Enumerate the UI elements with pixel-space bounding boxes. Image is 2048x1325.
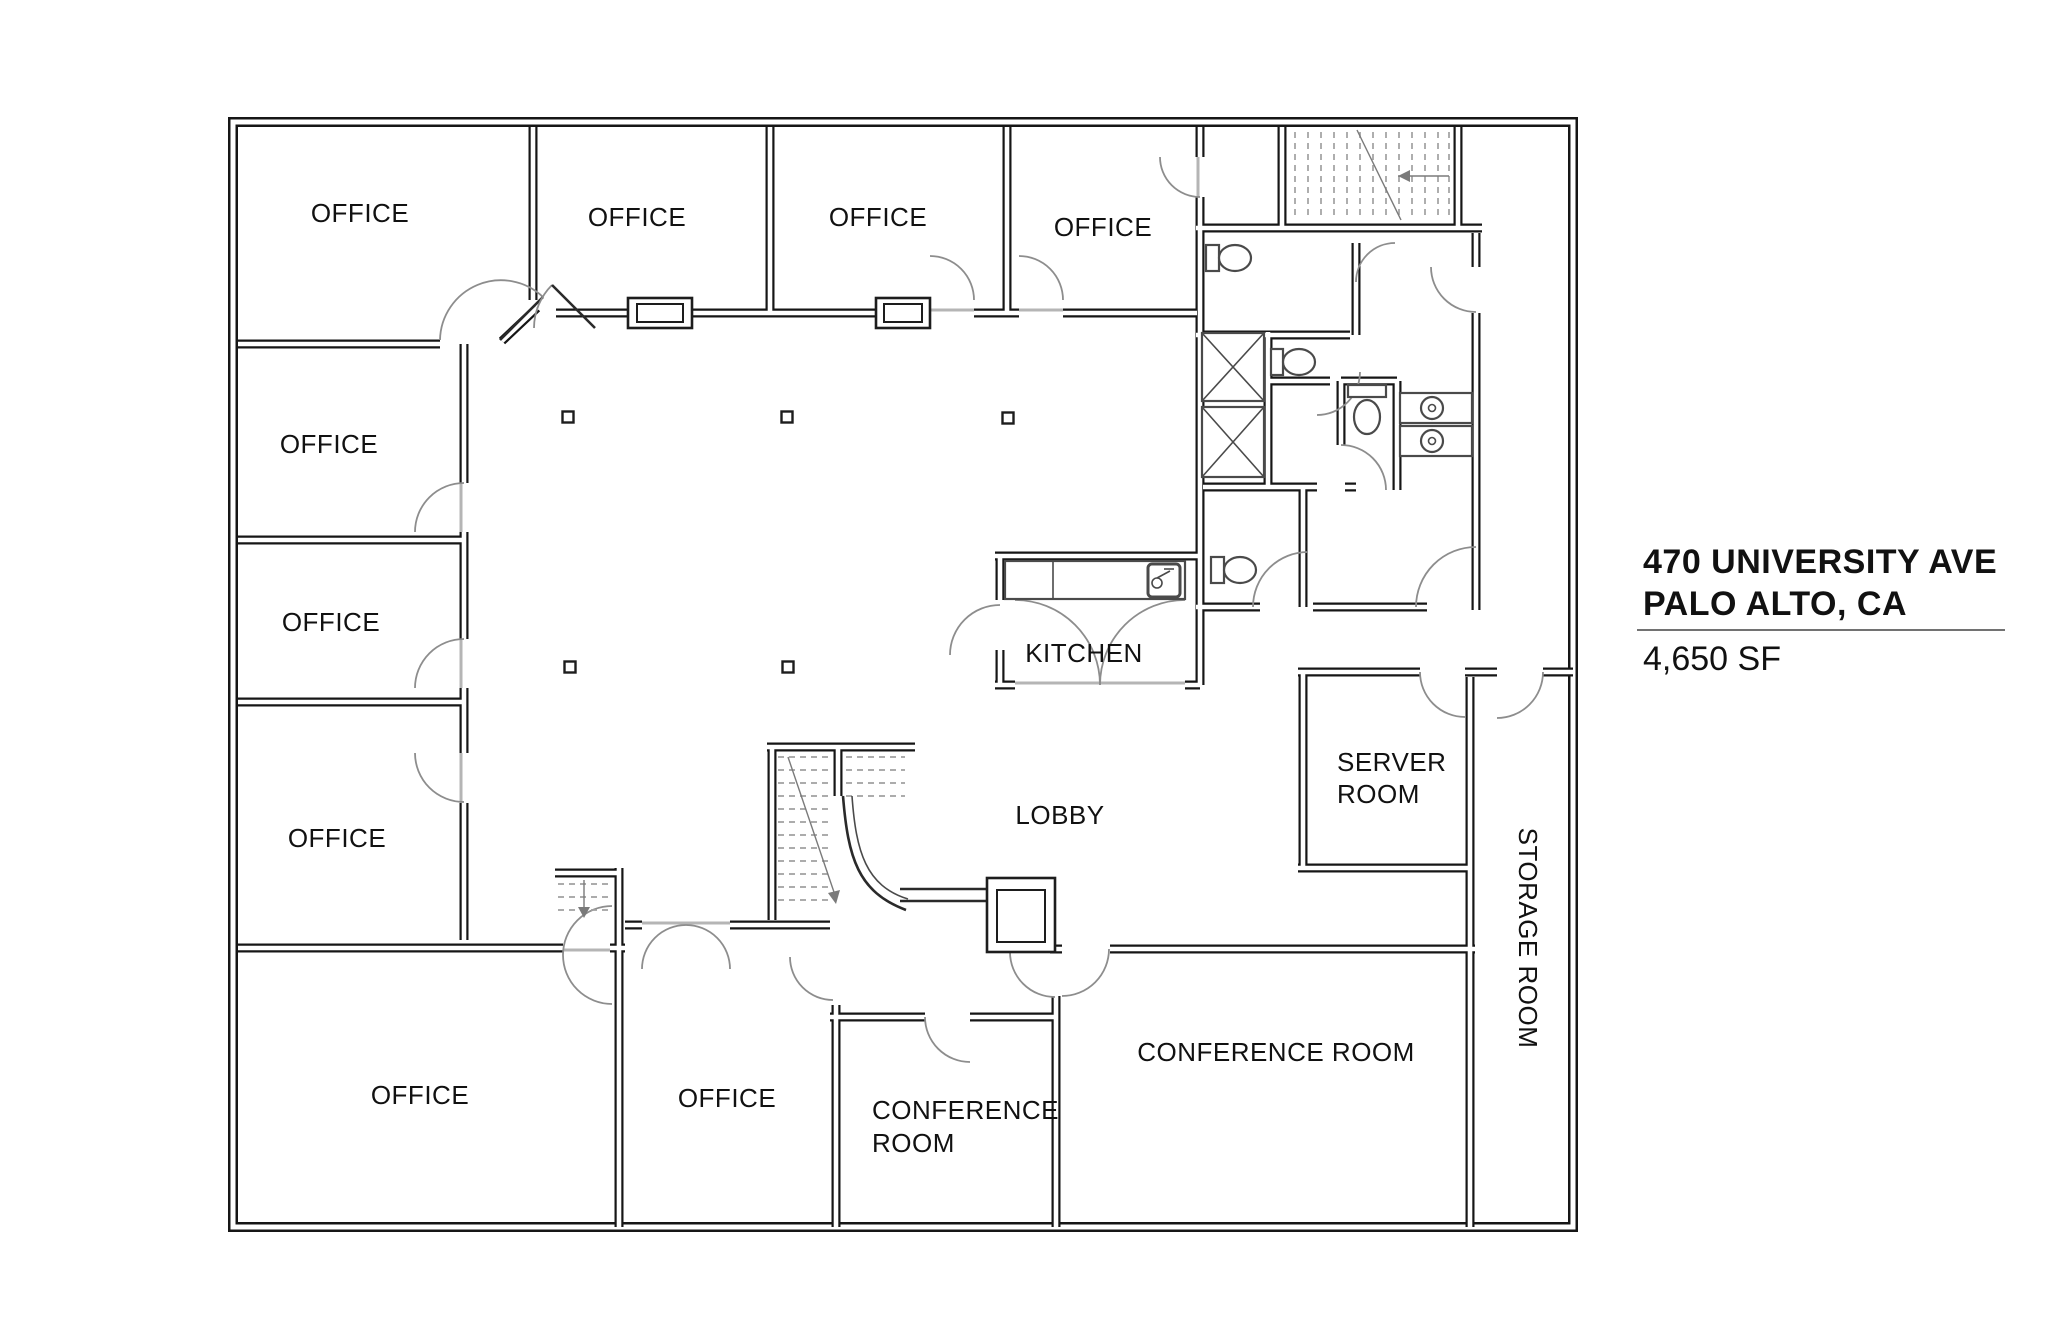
- column: [1001, 411, 1015, 425]
- stair-treads: [778, 756, 905, 901]
- room-label-office-top-2: OFFICE: [588, 202, 686, 232]
- door-arcs: [414, 156, 1544, 1063]
- room-label-server-2: ROOM: [1337, 779, 1420, 809]
- column: [563, 660, 577, 674]
- room-label-lobby: LOBBY: [1015, 800, 1104, 830]
- room-label-conference-large: CONFERENCE ROOM: [1137, 1037, 1415, 1067]
- stair-break-line: [1356, 129, 1402, 221]
- room-label-office-bottom-2: OFFICE: [678, 1083, 776, 1113]
- title-address-line1: 470 UNIVERSITY AVE: [1643, 543, 1997, 581]
- room-label-kitchen: KITCHEN: [1025, 638, 1143, 668]
- toilet-icon: [1346, 383, 1388, 436]
- room-labels: OFFICE OFFICE OFFICE OFFICE OFFICE OFFIC…: [280, 198, 1543, 1158]
- curved-wall: [841, 795, 907, 912]
- room-label-storage: STORAGE ROOM: [1513, 828, 1543, 1049]
- room-label-office-left-1: OFFICE: [280, 429, 378, 459]
- shaft-box-icon: [1200, 405, 1266, 479]
- title-block: 470 UNIVERSITY AVE PALO ALTO, CA 4,650 S…: [1637, 543, 2005, 678]
- shaft-box-icon: [1200, 331, 1266, 403]
- restroom-fixtures: [1204, 243, 1474, 585]
- toilet-icon: [1209, 555, 1258, 585]
- room-label-conference-small-2: ROOM: [872, 1128, 955, 1158]
- title-area: 4,650 SF: [1643, 640, 1781, 678]
- room-label-office-top-4: OFFICE: [1054, 212, 1152, 242]
- kitchen-fixtures: [1003, 559, 1187, 601]
- column: [781, 660, 795, 674]
- stairwell-top-right: [1294, 129, 1450, 221]
- interior-windows: [626, 296, 932, 330]
- column: [780, 410, 794, 424]
- stair-arrow-icon: [1398, 170, 1410, 182]
- room-label-server-1: SERVER: [1337, 747, 1446, 777]
- stair-lobby: [778, 756, 909, 912]
- column: [561, 410, 575, 424]
- sink-icon: [1398, 391, 1474, 425]
- room-label-office-top-3: OFFICE: [829, 202, 927, 232]
- room-label-conference-small-1: CONFERENCE: [872, 1095, 1059, 1125]
- room-label-office-top-1: OFFICE: [311, 198, 409, 228]
- room-label-office-bottom-large: OFFICE: [371, 1080, 469, 1110]
- room-label-office-left-2: OFFICE: [282, 607, 380, 637]
- room-label-office-left-3: OFFICE: [288, 823, 386, 853]
- interior-walls: [238, 127, 1573, 1227]
- sink-icon: [1398, 424, 1474, 458]
- entry-vestibule: [900, 876, 1057, 954]
- kitchen-sink-icon: [1146, 562, 1182, 599]
- stair-steps-small: [558, 880, 608, 918]
- toilet-icon: [1269, 347, 1317, 377]
- columns: [561, 410, 1015, 674]
- toilet-icon: [1204, 243, 1253, 273]
- title-address-line2: PALO ALTO, CA: [1643, 585, 1907, 623]
- shaft-boxes: [1200, 331, 1266, 479]
